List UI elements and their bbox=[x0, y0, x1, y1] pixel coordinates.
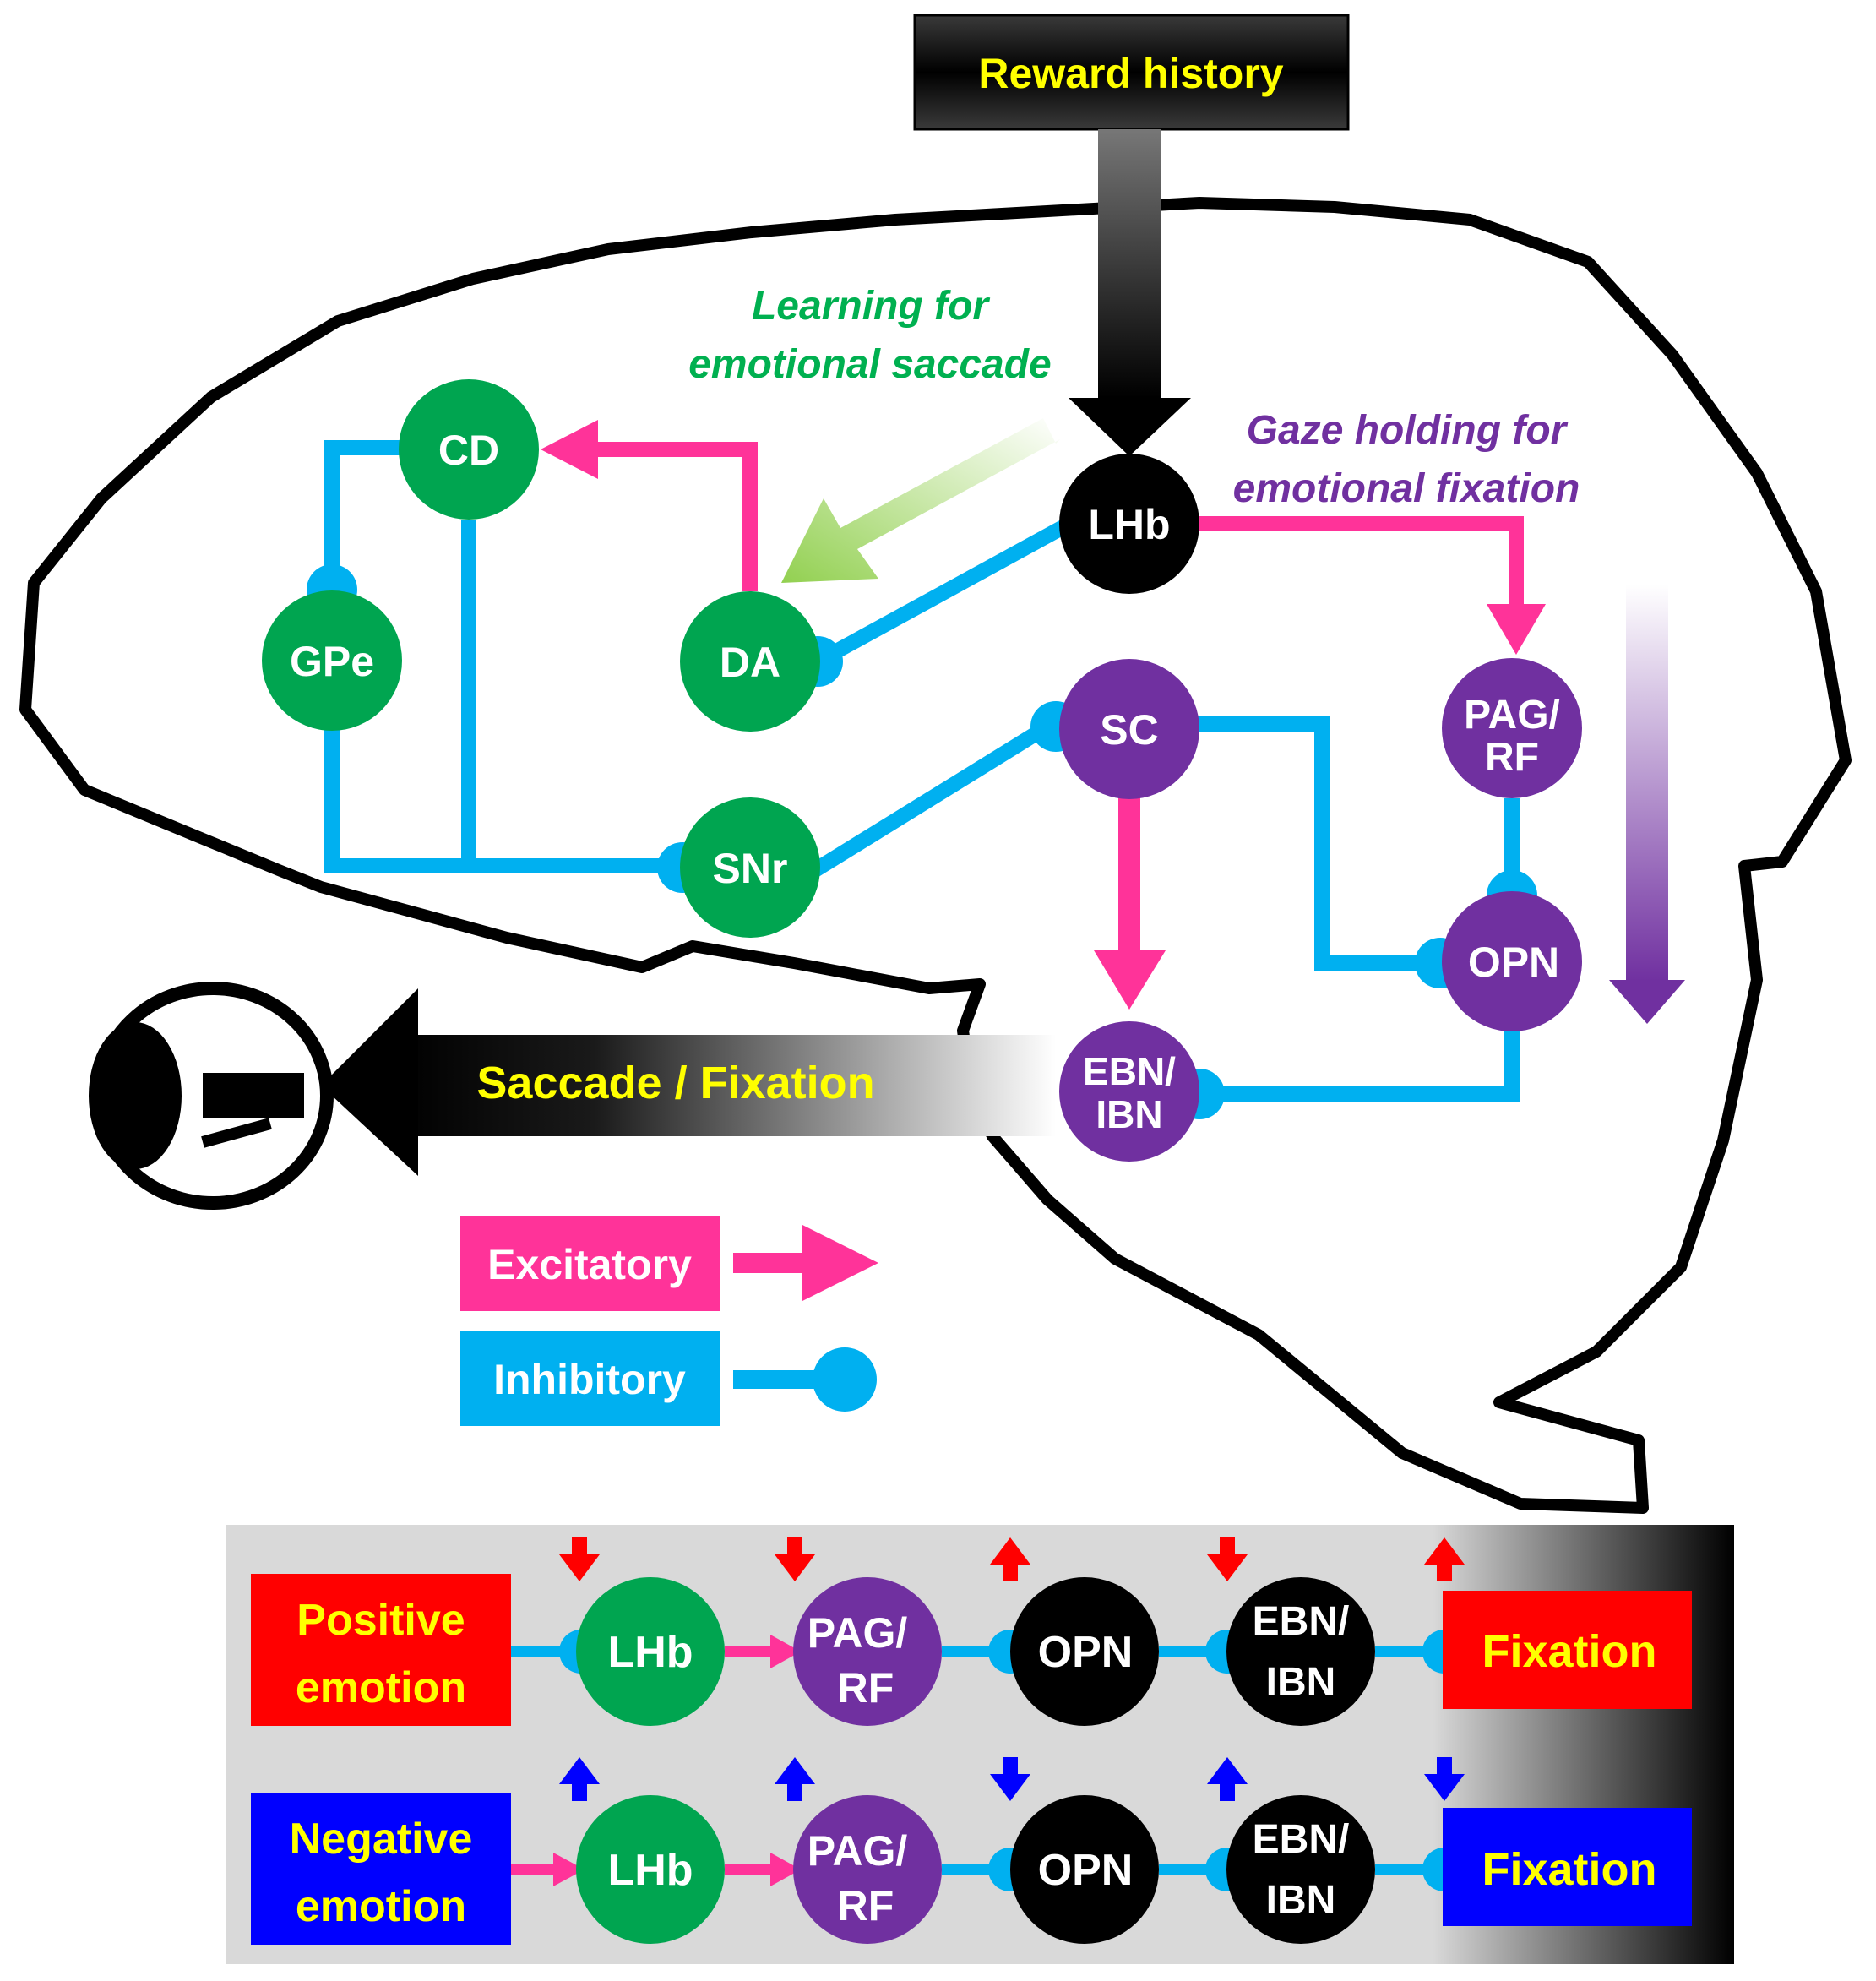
brain-outline bbox=[19, 197, 1852, 1514]
node-ebn-ibn: EBN/ IBN bbox=[1059, 1021, 1199, 1162]
svg-text:OPN: OPN bbox=[1038, 1628, 1134, 1677]
positive-row: Positive emotion LHb PAG/ RF OPN EBN/ IB… bbox=[251, 1574, 1692, 1726]
positive-emotion-box bbox=[251, 1574, 511, 1726]
legend-excitatory: Excitatory bbox=[460, 1216, 878, 1311]
svg-text:IBN: IBN bbox=[1266, 1878, 1336, 1923]
legend-inhibitory: Inhibitory bbox=[460, 1331, 877, 1426]
positive-up-arrow-icon-5 bbox=[1424, 1537, 1465, 1581]
svg-text:LHb: LHb bbox=[1088, 501, 1170, 548]
svg-text:EBN/: EBN/ bbox=[1253, 1599, 1350, 1644]
sc-to-opn-line bbox=[1191, 716, 1436, 971]
negative-row: Negative emotion LHb PAG/ RF OPN EBN/ IB… bbox=[251, 1793, 1692, 1945]
da-to-cd-line bbox=[591, 442, 758, 591]
node-gpe: GPe bbox=[262, 590, 402, 731]
svg-text:CD: CD bbox=[438, 427, 499, 474]
svg-text:LHb: LHb bbox=[607, 1846, 693, 1895]
lhb-to-da-line bbox=[815, 513, 1081, 667]
excitatory-connections bbox=[541, 420, 1546, 1010]
svg-text:IBN: IBN bbox=[1266, 1660, 1336, 1705]
positive-change-arrows bbox=[559, 1537, 1465, 1581]
positive-down-arrow-icon-2 bbox=[775, 1537, 815, 1581]
svg-text:Positive: Positive bbox=[296, 1596, 465, 1645]
negative-up-arrow-icon-1 bbox=[559, 1757, 600, 1801]
gaze-gradient-arrow bbox=[1609, 585, 1685, 1024]
svg-text:emotion: emotion bbox=[296, 1663, 466, 1712]
lhb-to-pag-head bbox=[1487, 604, 1546, 655]
svg-text:DA: DA bbox=[720, 639, 780, 686]
negative-change-arrows bbox=[559, 1757, 1465, 1801]
svg-text:emotion: emotion bbox=[296, 1882, 466, 1931]
svg-text:LHb: LHb bbox=[607, 1628, 693, 1677]
svg-text:RF: RF bbox=[1485, 735, 1539, 780]
node-da: DA bbox=[680, 591, 820, 732]
node-snr: SNr bbox=[680, 797, 820, 938]
svg-text:Inhibitory: Inhibitory bbox=[493, 1356, 686, 1403]
learning-label-line1: Learning for bbox=[752, 284, 990, 329]
svg-text:Excitatory: Excitatory bbox=[487, 1241, 692, 1288]
positive-up-arrow-icon-3 bbox=[990, 1537, 1030, 1581]
da-to-cd-head bbox=[541, 420, 598, 479]
positive-down-arrow-icon-1 bbox=[559, 1537, 600, 1581]
lhb-to-pag-line bbox=[1187, 516, 1524, 604]
svg-text:OPN: OPN bbox=[1468, 939, 1559, 986]
cd-to-gpe-line bbox=[324, 440, 404, 583]
svg-text:PAG/: PAG/ bbox=[807, 1827, 908, 1875]
snr-to-sc-line bbox=[811, 717, 1056, 877]
node-opn: OPN bbox=[1442, 891, 1582, 1031]
svg-text:EBN/: EBN/ bbox=[1253, 1817, 1350, 1862]
negative-down-arrow-icon-5 bbox=[1424, 1757, 1465, 1801]
opn-to-ebn-line bbox=[1199, 1031, 1520, 1102]
learning-label-line2: emotional saccade bbox=[688, 342, 1052, 387]
svg-text:Negative: Negative bbox=[290, 1815, 473, 1864]
positive-fixation-box bbox=[1443, 1591, 1692, 1709]
svg-text:RF: RF bbox=[838, 1882, 894, 1929]
saccade-fixation-arrow bbox=[321, 988, 1056, 1176]
saccade-fixation-label: Saccade / Fixation bbox=[476, 1058, 874, 1108]
svg-text:OPN: OPN bbox=[1038, 1846, 1134, 1895]
node-lhb: LHb bbox=[1059, 454, 1199, 594]
gaze-label-line2: emotional fixation bbox=[1233, 466, 1580, 511]
svg-text:SNr: SNr bbox=[713, 845, 788, 892]
svg-text:PAG/: PAG/ bbox=[807, 1609, 908, 1657]
svg-text:GPe: GPe bbox=[290, 638, 374, 685]
eye-icon bbox=[89, 982, 334, 1210]
node-pag-rf: PAG/ RF bbox=[1442, 658, 1582, 798]
negative-up-arrow-icon-2 bbox=[775, 1757, 815, 1801]
reward-history-arrow bbox=[913, 14, 1350, 456]
svg-text:PAG/: PAG/ bbox=[1464, 693, 1560, 737]
gaze-label-line1: Gaze holding for bbox=[1247, 408, 1569, 453]
node-sc: SC bbox=[1059, 659, 1199, 799]
svg-text:RF: RF bbox=[838, 1664, 894, 1712]
svg-text:EBN/: EBN/ bbox=[1083, 1049, 1176, 1093]
svg-text:Fixation: Fixation bbox=[1482, 1844, 1656, 1895]
svg-text:IBN: IBN bbox=[1096, 1092, 1162, 1136]
svg-text:Fixation: Fixation bbox=[1482, 1626, 1656, 1677]
positive-down-arrow-icon-4 bbox=[1207, 1537, 1248, 1581]
learning-gradient-arrow bbox=[781, 418, 1060, 583]
svg-text:SC: SC bbox=[1100, 706, 1158, 754]
negative-fixation-box bbox=[1443, 1808, 1692, 1926]
gpe-snr-cd-line bbox=[324, 520, 682, 873]
inhibitory-connections bbox=[324, 440, 1520, 1102]
negative-down-arrow-icon-3 bbox=[990, 1757, 1030, 1801]
node-cd: CD bbox=[399, 379, 539, 520]
negative-up-arrow-icon-4 bbox=[1207, 1757, 1248, 1801]
negative-emotion-box bbox=[251, 1793, 511, 1945]
reward-history-label: Reward history bbox=[978, 50, 1283, 97]
sc-to-ebn-head bbox=[1094, 950, 1166, 1010]
